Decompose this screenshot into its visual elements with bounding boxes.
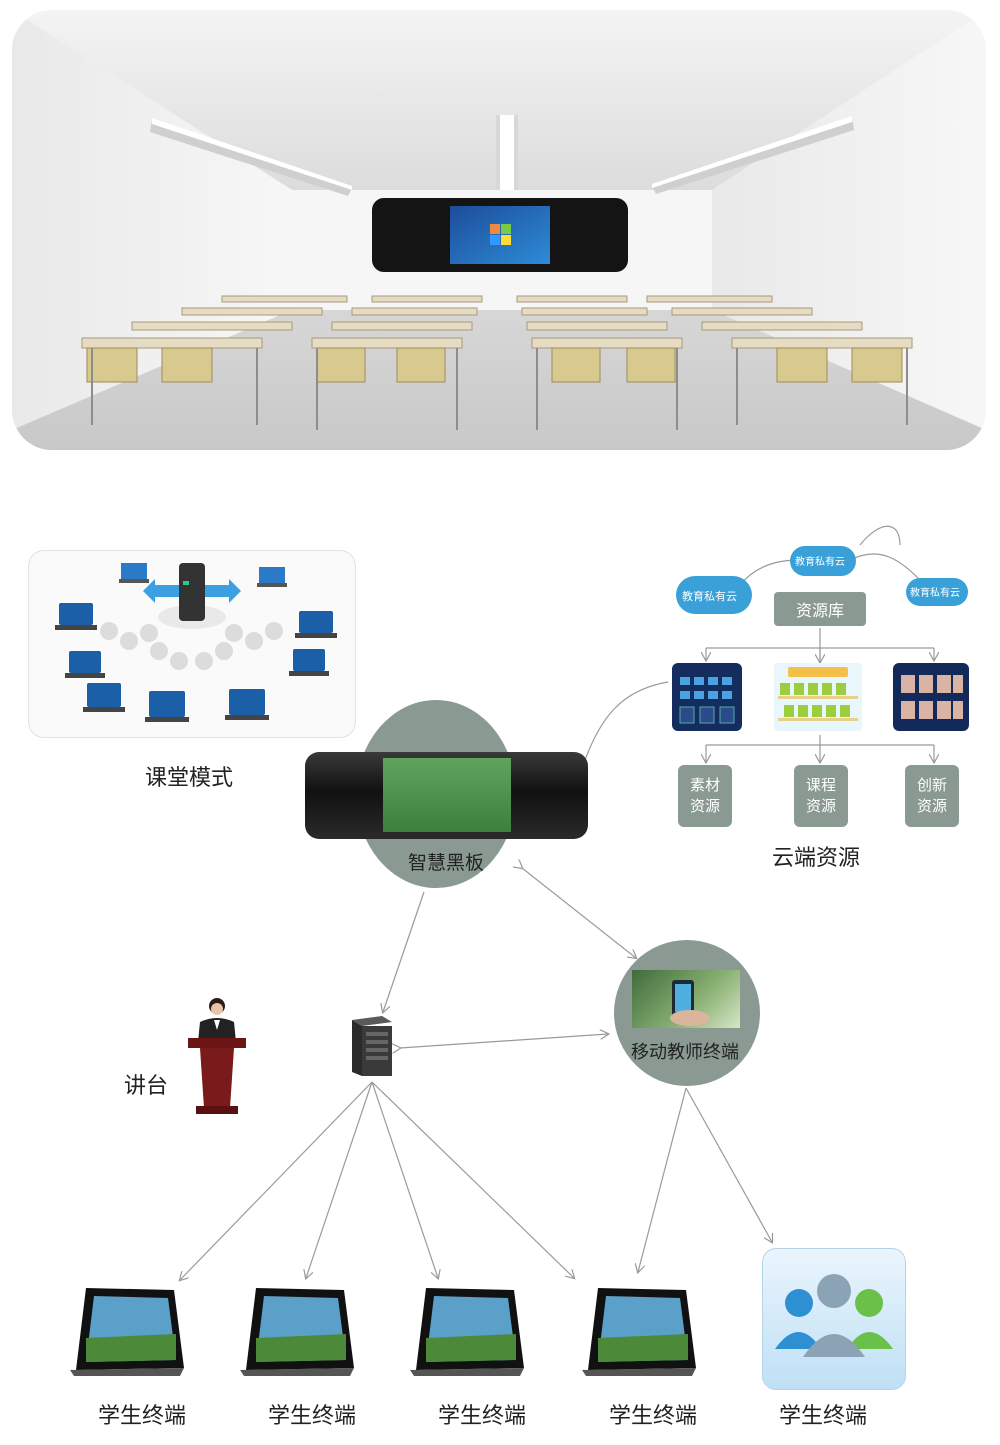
resource-thumb-3 [893,663,969,731]
smart-board-screen [383,758,511,832]
mobile-teacher-label: 移动教师终端 [631,1042,739,1063]
cloud-left-label: 教育私有云 [682,590,737,603]
cloud-center [790,546,856,576]
smart-board-label: 智慧黑板 [408,852,485,874]
student-group-icon [762,1248,906,1390]
resource-material-line2: 资源 [689,797,720,815]
resource-course-line1: 课程 [805,776,836,794]
student-label-5: 学生终端 [779,1404,868,1429]
cloud-center-label: 教育私有云 [795,557,845,568]
cloud-right [906,578,968,606]
classroom-mode-label: 课堂模式 [145,766,234,791]
student-label-2: 学生终端 [268,1404,357,1429]
smart-board [305,752,588,839]
resource-library-box: 资源库 [774,592,866,626]
student-tablet-4 [582,1286,698,1378]
student-tablet-3 [410,1286,526,1378]
resource-material-line1: 素材 [689,776,720,794]
resource-library-label: 资源库 [795,601,844,620]
resource-course-line2: 资源 [805,797,836,815]
resource-innovation-line1: 创新 [916,776,947,794]
student-label-4: 学生终端 [609,1404,698,1429]
student-label-3: 学生终端 [438,1404,527,1429]
classroom-photo [12,10,986,450]
cloud-left [676,576,752,614]
resource-box-course: 课程 资源 [794,765,848,827]
resource-thumb-1 [672,663,742,731]
board-cloud-link [584,681,669,761]
student-tablet-1 [70,1286,186,1378]
resource-box-innovation: 创新 资源 [905,765,959,827]
student-tablet-2 [240,1286,356,1378]
resource-box-material: 素材 资源 [678,765,732,827]
podium-icon [188,998,246,1114]
server-mobile-arrow [400,1034,608,1048]
cloud-right-label: 教育私有云 [910,588,960,599]
network-icon [55,563,337,722]
classroom-mode-network [28,550,356,738]
student-label-1: 学生终端 [98,1404,187,1429]
resource-innovation-line2: 资源 [916,797,947,815]
cloud-resources-caption: 云端资源 [772,846,861,871]
classroom-illustration [12,10,986,450]
board-mobile-arrow [522,868,636,958]
podium-label: 讲台 [124,1074,169,1099]
board-server-arrow [383,891,425,1012]
resource-thumb-2 [774,663,862,731]
podium-figure [186,996,248,1116]
server-icon [348,1014,394,1078]
mobile-teacher-photo [632,970,740,1028]
